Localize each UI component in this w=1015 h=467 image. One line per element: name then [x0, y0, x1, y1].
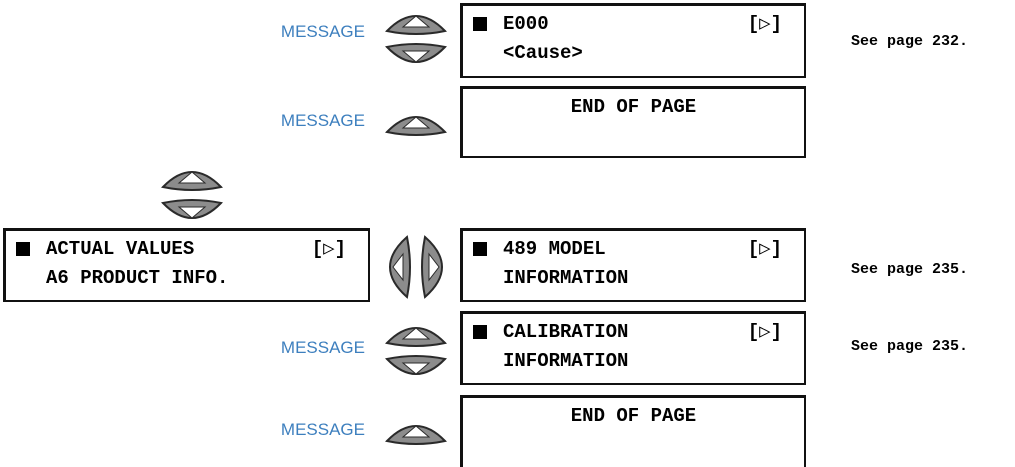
see-page-note: See page 235. — [851, 338, 969, 355]
display-line-2: <Cause> — [503, 42, 583, 64]
message-up-key-icon[interactable] — [383, 108, 449, 140]
message-label: MESSAGE — [280, 420, 365, 439]
display-line-1: END OF PAGE — [570, 405, 697, 427]
play-arrow-icon: [▷] — [747, 321, 782, 343]
play-arrow-icon: [▷] — [747, 238, 782, 260]
display-line-1: CALIBRATION — [503, 321, 629, 343]
cursor-square-icon — [473, 242, 487, 256]
display-calibration-info: CALIBRATION [▷] INFORMATION — [460, 311, 806, 385]
display-end-of-page: END OF PAGE — [460, 86, 806, 158]
message-up-down-key-icon[interactable] — [383, 7, 449, 71]
play-arrow-icon: [▷] — [747, 13, 782, 35]
page-up-down-key-icon[interactable] — [159, 163, 225, 227]
display-line-1: 489 MODEL — [503, 238, 606, 260]
display-line-2: INFORMATION — [503, 267, 629, 289]
message-label: MESSAGE — [280, 338, 365, 357]
message-up-key-icon[interactable] — [383, 417, 449, 449]
display-line-2: INFORMATION — [503, 350, 629, 372]
display-e000: E000 [▷] <Cause> — [460, 3, 806, 78]
cursor-square-icon — [473, 325, 487, 339]
display-line-1: ACTUAL VALUES — [46, 238, 195, 260]
display-line-1: E000 — [503, 13, 549, 35]
left-right-key-icon[interactable] — [381, 234, 451, 300]
display-end-of-page: END OF PAGE — [460, 395, 806, 467]
message-up-down-key-icon[interactable] — [383, 319, 449, 383]
cursor-square-icon — [473, 17, 487, 31]
display-model-info: 489 MODEL [▷] INFORMATION — [460, 228, 806, 302]
display-line-2: A6 PRODUCT INFO. — [46, 267, 229, 289]
message-label: MESSAGE — [280, 111, 365, 130]
message-label: MESSAGE — [280, 22, 365, 41]
see-page-note: See page 235. — [851, 261, 969, 278]
display-line-1: END OF PAGE — [570, 96, 697, 118]
play-arrow-icon: [▷] — [311, 238, 346, 260]
display-actual-values: ACTUAL VALUES [▷] A6 PRODUCT INFO. — [3, 228, 370, 302]
cursor-square-icon — [16, 242, 30, 256]
see-page-note: See page 232. — [851, 33, 969, 50]
